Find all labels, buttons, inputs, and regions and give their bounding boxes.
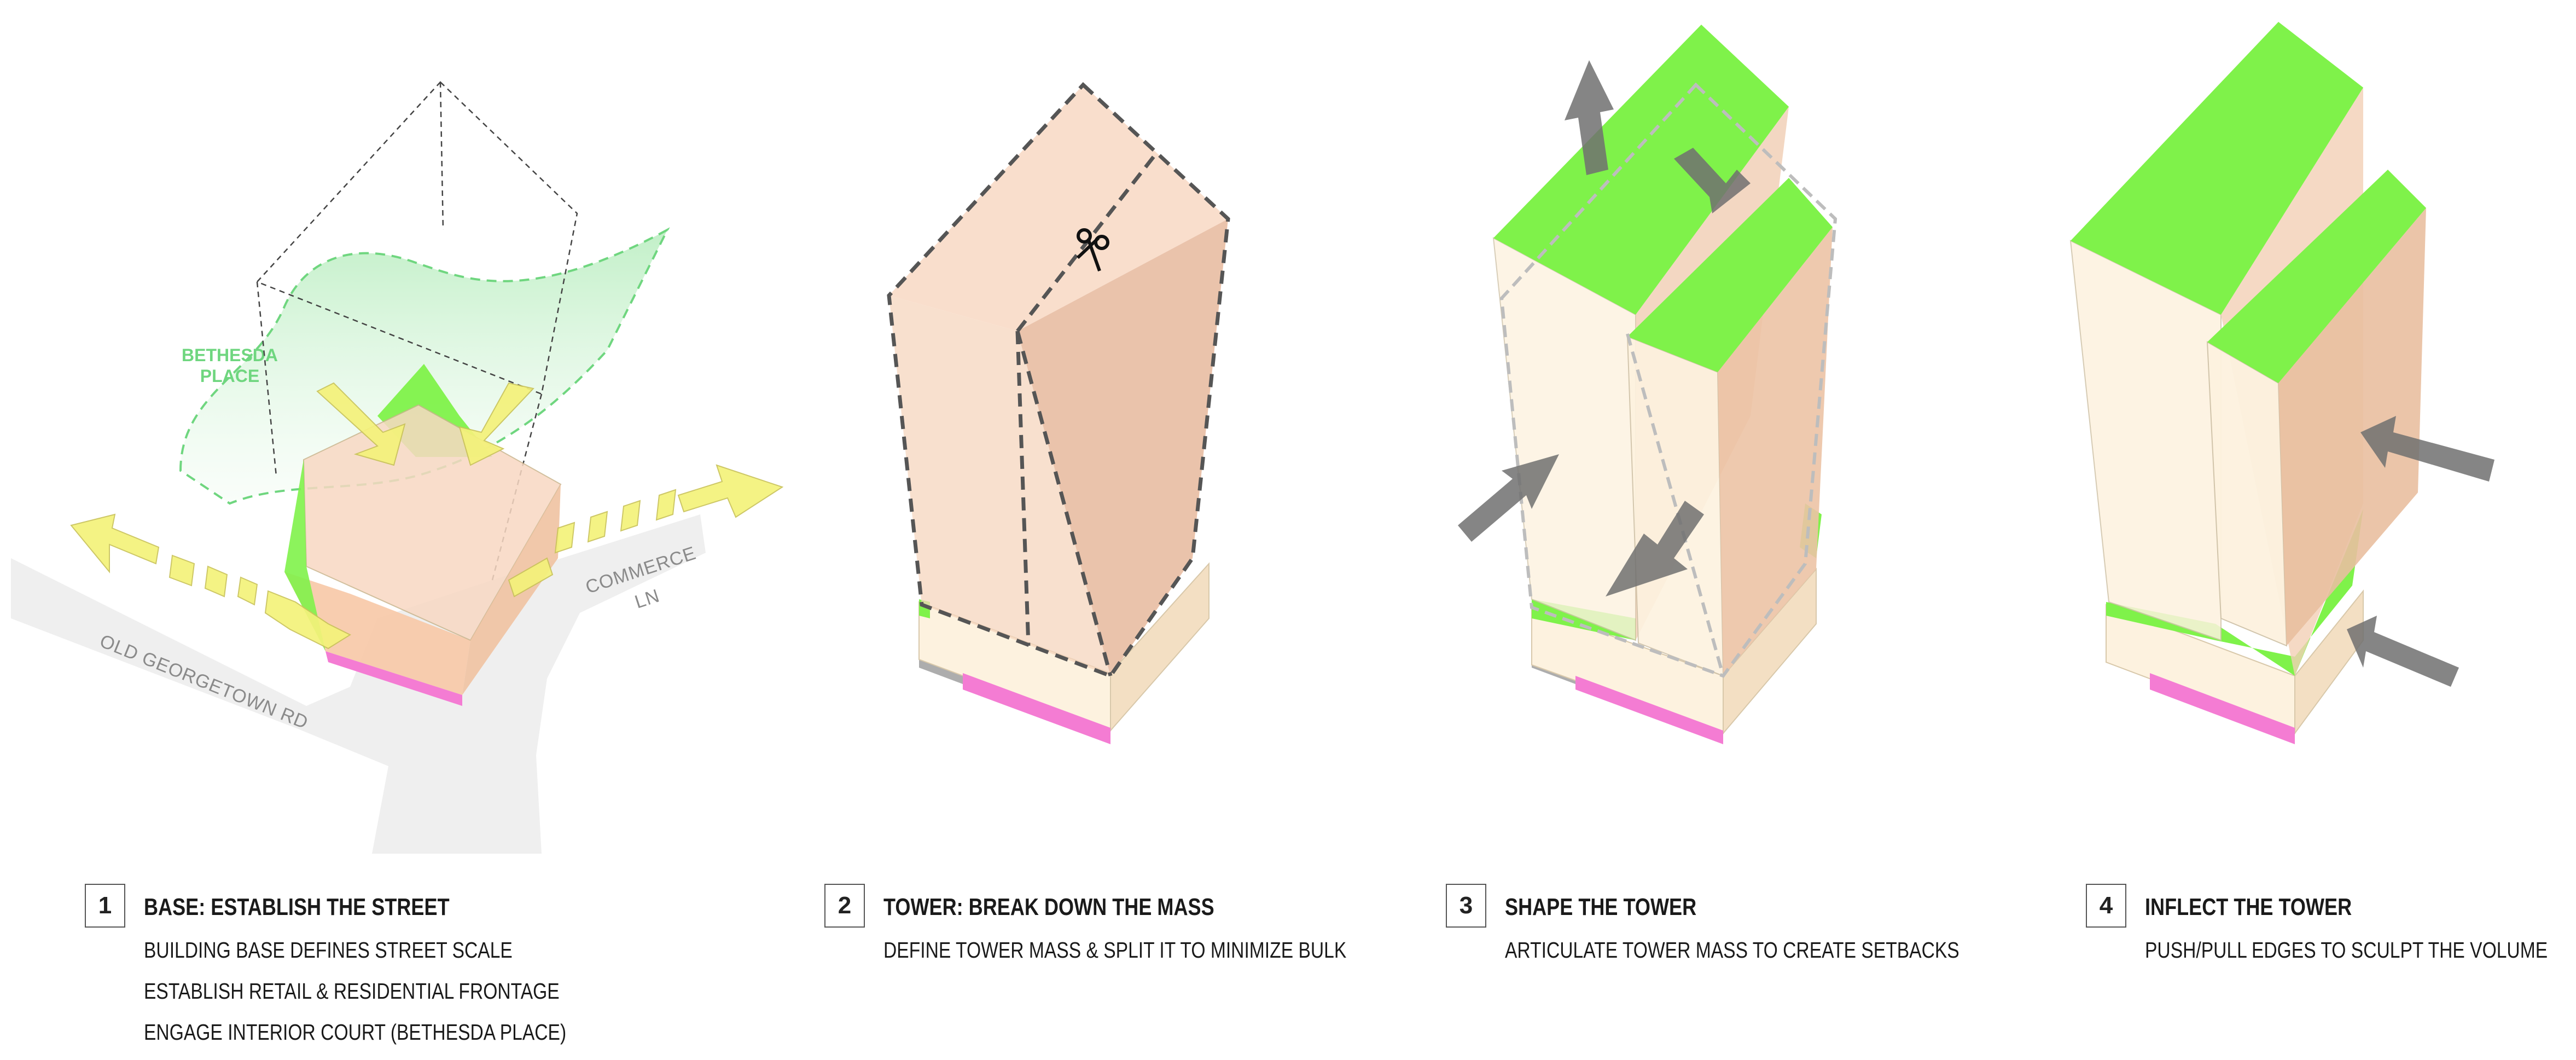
step-line: ENGAGE INTERIOR COURT (BETHESDA PLACE) [144, 1020, 567, 1045]
panel-3-shape [1458, 25, 1837, 744]
front-tower-roof [2207, 170, 2426, 383]
tower-right-face [1017, 219, 1228, 676]
bethesda-place-label: BETHESDA [182, 345, 278, 365]
original-mass-outline [1499, 82, 1837, 678]
step-title: TOWER: BREAK DOWN THE MASS [883, 894, 1214, 920]
back-tower-left-face [2069, 240, 2222, 641]
base-right-face [1110, 562, 1210, 732]
setback-arrows [1458, 60, 1751, 596]
step-number: 1 [85, 884, 125, 928]
step-description: ARTICULATE TOWER MASS TO CREATE SETBACKS [1505, 936, 2059, 977]
step-line: ESTABLISH RETAIL & RESIDENTIAL FRONTAGE [144, 978, 560, 1004]
panel-4-inflect [2069, 22, 2494, 744]
push-pull-arrows [2347, 416, 2494, 687]
base-pink-retail [963, 673, 1110, 744]
base-green-roof [2106, 509, 2363, 676]
scissors-icon [1076, 228, 1109, 272]
step-number: 4 [2086, 884, 2126, 928]
tower-outline [887, 82, 1230, 679]
step-title: SHAPE THE TOWER [1505, 894, 1697, 920]
step-line: DEFINE TOWER MASS & SPLIT IT TO MINIMIZE… [883, 937, 1347, 963]
step-description: PUSH/PULL EDGES TO SCULPT THE VOLUME [2145, 936, 2576, 977]
step-number: 2 [824, 884, 865, 928]
bethesda-place-label-2: PLACE [200, 366, 259, 386]
step-description: DEFINE TOWER MASS & SPLIT IT TO MINIMIZE… [883, 936, 1448, 977]
step-number: 3 [1446, 884, 1486, 928]
step-description: BUILDING BASE DEFINES STREET SCALE ESTAB… [144, 936, 659, 1059]
street-label-old-georgetown: OLD GEORGETOWN RD [97, 630, 311, 733]
front-tower-right-face [2278, 208, 2426, 646]
step-line: PUSH/PULL EDGES TO SCULPT THE VOLUME [2145, 937, 2548, 963]
street-old-georgetown-rd [11, 514, 706, 854]
panel-2-tower [887, 82, 1230, 744]
step-line: BUILDING BASE DEFINES STREET SCALE [144, 937, 513, 963]
street-label-commerce-2: LN [632, 585, 662, 612]
base-pink-retail [325, 651, 462, 706]
frontage-arrows [70, 382, 784, 650]
step-line: ARTICULATE TOWER MASS TO CREATE SETBACKS [1505, 937, 1959, 963]
step-title: BASE: ESTABLISH THE STREET [144, 894, 450, 920]
base-podium-left-face [284, 572, 470, 695]
front-tower-roof [1627, 178, 1833, 372]
panel-1-base: BETHESDA PLACE [11, 81, 784, 854]
massing-diagram: BETHESDA PLACE [11, 22, 2494, 854]
back-tower-roof [2071, 22, 2363, 315]
tower-left-face [889, 296, 1110, 676]
tower-top [889, 85, 1228, 331]
base-pink-retail [1575, 676, 1723, 744]
base-pink-retail [2150, 673, 2295, 744]
step-title: INFLECT THE TOWER [2145, 894, 2352, 920]
base-green-edge [284, 460, 325, 651]
back-tower-roof [1493, 25, 1789, 315]
